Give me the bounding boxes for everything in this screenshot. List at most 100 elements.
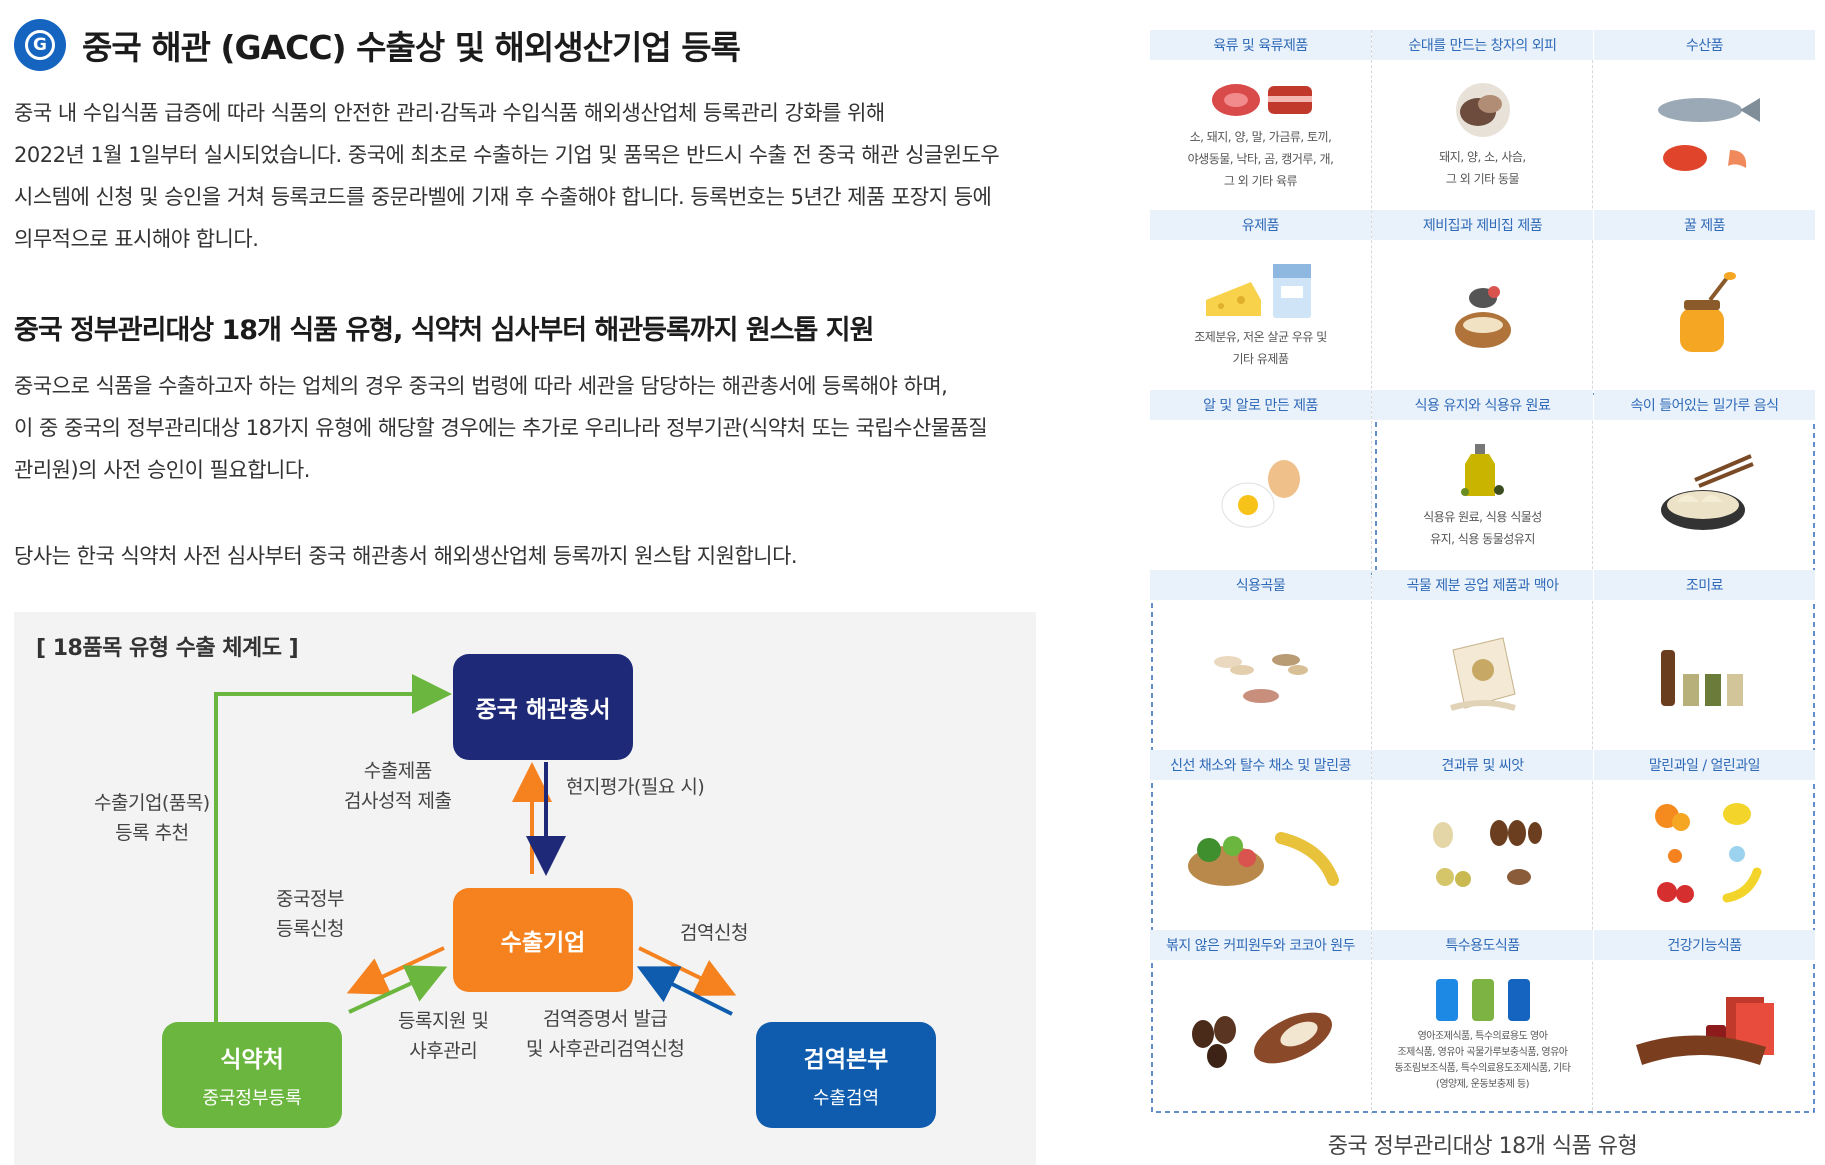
food-type-name: 말린과일 / 얼린과일 [1594,750,1815,780]
closing-paragraph: 당사는 한국 식약처 사전 심사부터 중국 해관총서 해외생산업체 등록까지 원… [14,544,798,568]
nut-icon [1423,815,1543,895]
food-type-cell: 수산품 [1594,30,1815,210]
food-type-cell: 조미료 [1594,570,1815,750]
grid-divider [1371,30,1372,1115]
food-type-body [1372,780,1593,930]
seafood-icon [1645,90,1765,180]
food-type-cell: 견과류 및 씨앗 [1372,750,1593,930]
intro-line: 중국 내 수입식품 급증에 따라 식품의 안전한 관리·감독과 수입식품 해외생… [14,101,885,125]
quarreq-label: 검역신청 [680,922,748,944]
food-type-description-line: 그 외 기타 동물 [1445,172,1520,186]
support-label: 등록지원 및 사후관리 [398,1006,489,1066]
vegetable-icon [1181,820,1341,890]
food-type-name: 속이 들어있는 밀가루 음식 [1594,390,1815,420]
govreg-label: 중국정부 등록신청 [276,884,344,944]
food-type-name: 식용 유지와 식용유 원료 [1372,390,1593,420]
cert-label-line: 및 사후관리검역신청 [526,1038,685,1060]
support-label-line: 사후관리 [409,1040,478,1062]
article-left: G 중국 해관 (GACC) 수출상 및 해외생산기업 등록 중국 내 수입식품… [14,18,1044,577]
food-type-cell: 알 및 알로 만든 제품 [1150,390,1371,570]
food-type-description-line: 영아조제식품, 특수의료용도 영아 [1417,1031,1548,1042]
section-title: 중국 정부관리대상 18개 식품 유형, 식약처 심사부터 해관등록까지 원스톱… [14,315,874,346]
food-type-name: 식용곡물 [1150,570,1371,600]
oil-icon [1453,440,1513,500]
food-type-name: 신선 채소와 탈수 채소 및 말린콩 [1150,750,1371,780]
food-type-name: 꿀 제품 [1594,210,1815,240]
dairy-icon [1201,260,1321,320]
support-label-line: 등록지원 및 [398,1010,489,1032]
diagram-arrows [214,674,737,1022]
food-type-description-line: 그 외 기타 육류 [1223,174,1298,188]
food-type-body [1594,240,1815,390]
food-type-description-line: 기타 유제품 [1232,352,1289,366]
seasoning-icon [1655,640,1755,710]
mfds-box: 식약처 중국정부등록 [162,1022,342,1128]
quarantine-sub-label: 수출검역 [812,1088,880,1109]
food-type-description-line: 동조림보조식품, 특수의료용도조제식품, 기타 [1394,1063,1571,1074]
food-type-description-line: 소, 돼지, 양, 말, 가금류, 토끼, [1189,130,1332,144]
govreg-arrow [346,946,445,995]
food-type-cell: 말린과일 / 얼린과일 [1594,750,1815,930]
recommend-label: 수출기업(품목) 등록 추천 [94,788,210,848]
section-line: 관리원)의 사전 승인이 필요합니다. [14,458,310,482]
food-type-body [1150,420,1371,570]
health-food-icon [1630,995,1780,1075]
submit-label-line: 수출제품 [363,760,432,782]
food-type-body [1372,240,1593,390]
food-type-name: 수산품 [1594,30,1815,60]
food-type-body [1150,780,1371,930]
section-line: 이 중 중국의 정부관리대상 18가지 유형에 해당할 경우에는 추가로 우리나… [14,416,988,440]
onsite-label: 현지평가(필요 시) [566,776,705,798]
food-type-name: 곡물 제분 공업 제품과 맥아 [1372,570,1593,600]
section-line: 중국으로 식품을 수출하고자 하는 업체의 경우 중국의 법령에 따라 세관을 … [14,374,948,398]
food-type-description-line: 야생동물, 낙타, 곰, 캥거루, 개, [1187,152,1334,166]
food-type-cell: 꿀 제품 [1594,210,1815,390]
food-type-name: 건강기능식품 [1594,930,1815,960]
food-type-body [1594,420,1815,570]
food-type-cell: 신선 채소와 탈수 채소 및 말린콩 [1150,750,1371,930]
recommend-label-line: 등록 추천 [115,822,189,844]
quarantine-box: 검역본부 수출검역 [756,1022,936,1128]
badge-letter: G [25,30,55,60]
food-type-description-line: 조제분유, 저온 살균 우유 및 [1194,330,1327,344]
food-type-body: 돼지, 양, 소, 사슴,그 외 기타 동물 [1372,60,1593,210]
grain-icon [1206,640,1316,710]
food-type-name: 육류 및 육류제품 [1150,30,1371,60]
section-paragraph: 중국으로 식품을 수출하고자 하는 업체의 경우 중국의 법령에 따라 세관을 … [14,365,1044,491]
food-type-name: 순대를 만드는 창자의 외피 [1372,30,1593,60]
food-type-body: 소, 돼지, 양, 말, 가금류, 토끼, 야생동물, 낙타, 곰, 캥거루, 개… [1150,60,1371,210]
quarreq-arrow [638,946,737,996]
food-type-cell: 곡물 제분 공업 제품과 맥아 [1372,570,1593,750]
egg-icon [1216,455,1306,535]
intro-paragraph: 중국 내 수입식품 급증에 따라 식품의 안전한 관리·감독과 수입식품 해외생… [14,92,1044,260]
honey-icon [1670,270,1740,360]
food-type-description-line: 유지, 식용 동물성유지 [1430,532,1535,546]
cert-label-line: 검역증명서 발급 [542,1008,668,1030]
page-title: 중국 해관 (GACC) 수출상 및 해외생산기업 등록 [82,28,741,67]
food-type-body [1150,960,1371,1110]
brand-badge-icon: G [14,19,66,71]
intro-line: 의무적으로 표시해야 합니다. [14,227,259,251]
recommend-label-line: 수출기업(품목) [94,792,210,814]
food-grid-caption: 중국 정부관리대상 18개 식품 유형 [1327,1134,1638,1159]
support-arrow [348,965,448,1014]
govreg-label-line: 중국정부 [276,888,344,910]
customs-label: 중국 해관총서 [475,697,611,723]
diagram-title: [ 18품목 유형 수출 체계도 ] [36,636,299,661]
quarantine-label: 검역본부 [803,1047,889,1073]
mfds-sub-label: 중국정부등록 [202,1088,302,1109]
food-type-name: 알 및 알로 만든 제품 [1150,390,1371,420]
casing-icon [1448,80,1518,140]
food-type-cell: 볶지 않은 커피원두와 코코아 원두 [1150,930,1371,1110]
food-type-body [1594,60,1815,210]
food-type-body [1150,600,1371,750]
exporter-label: 수출기업 [500,930,586,956]
special-food-icon [1428,977,1538,1023]
food-type-description: 소, 돼지, 양, 말, 가금류, 토끼, 야생동물, 낙타, 곰, 캥거루, 개… [1180,126,1342,192]
